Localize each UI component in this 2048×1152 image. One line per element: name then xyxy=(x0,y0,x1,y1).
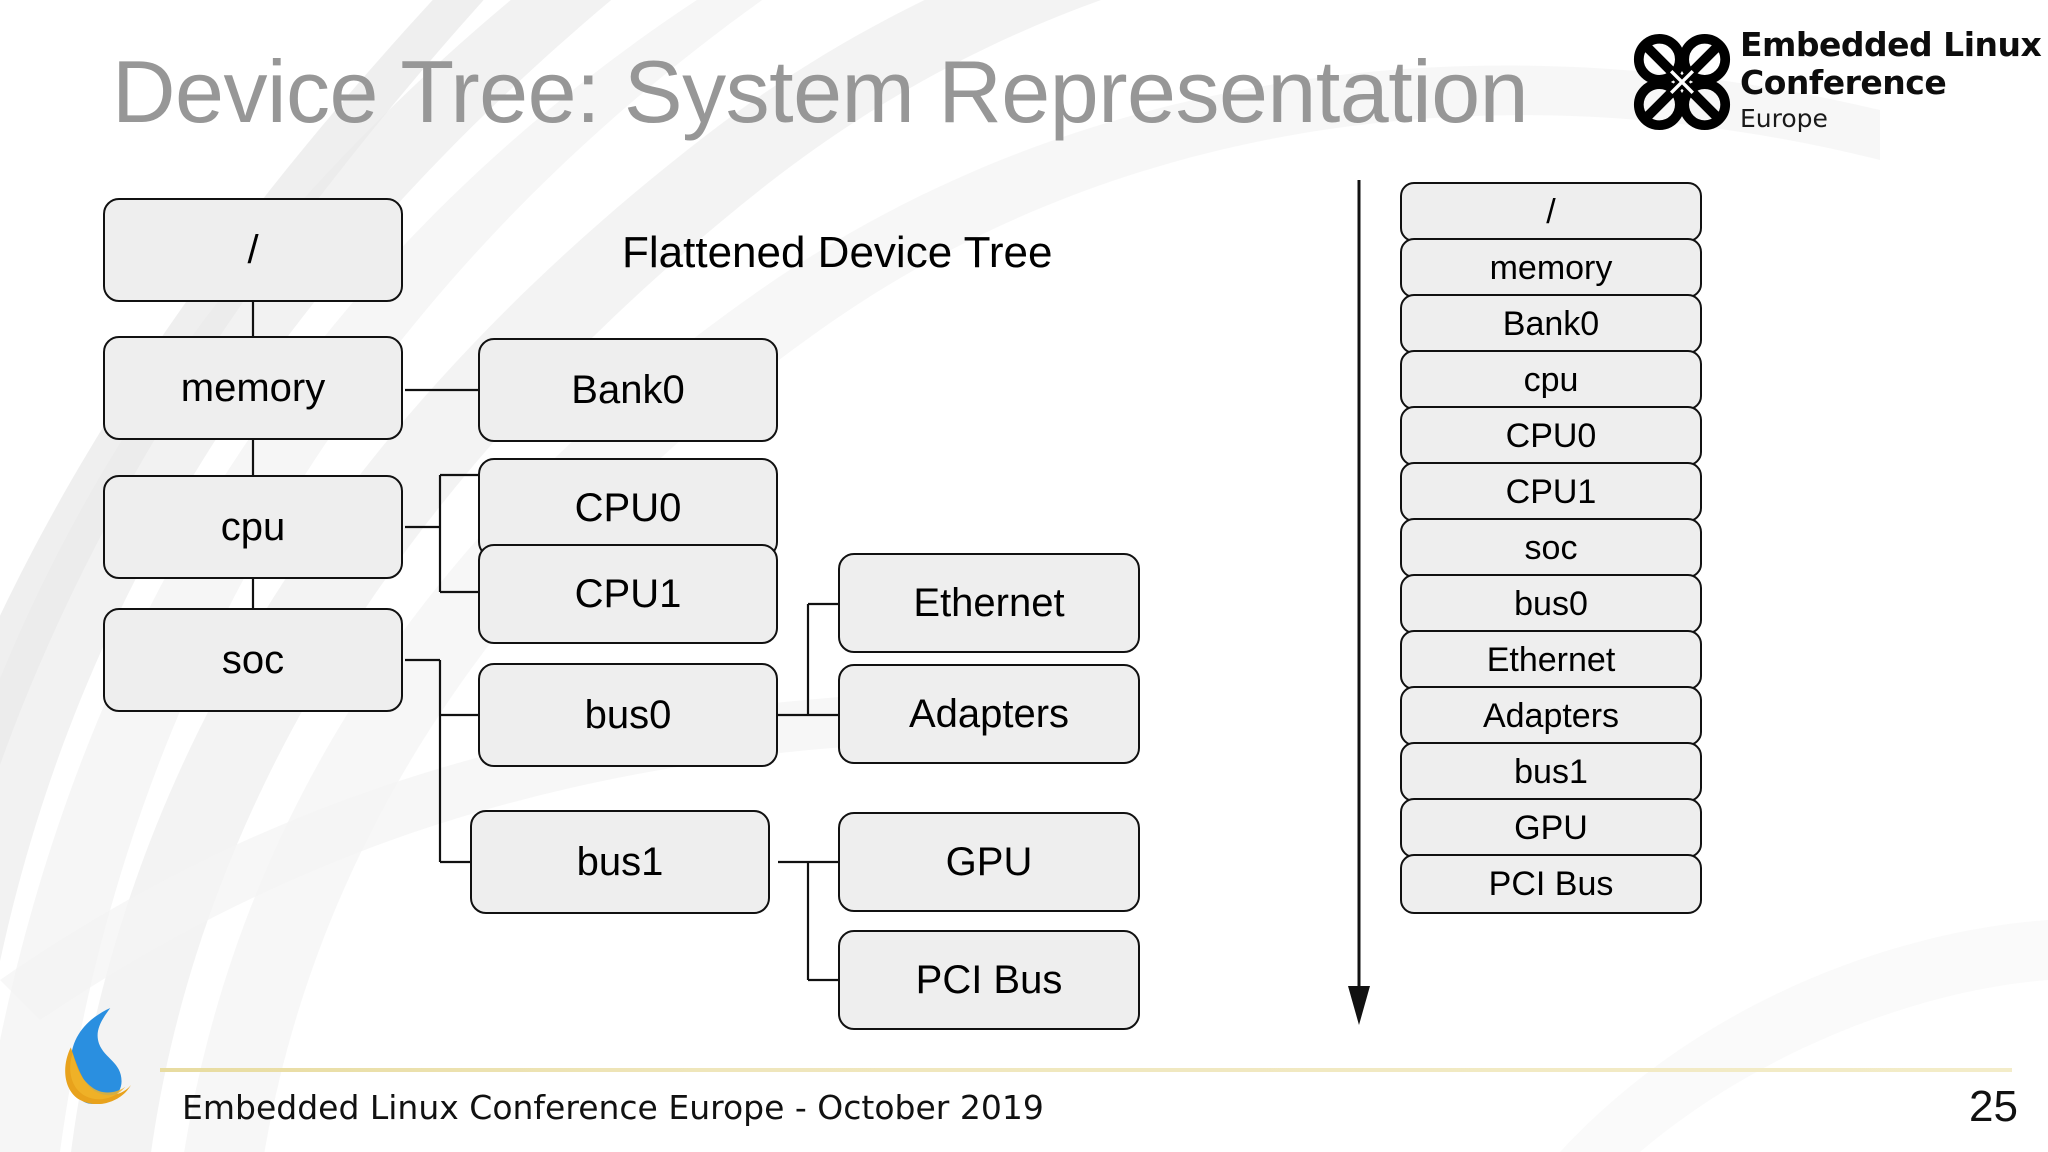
flat-list-item[interactable]: bus1 xyxy=(1400,742,1702,802)
tree-node-ethernet[interactable]: Ethernet xyxy=(838,553,1140,653)
tree-node-bus0[interactable]: bus0 xyxy=(478,663,778,767)
tree-node-root-label: / xyxy=(247,227,259,272)
tree-node-bus1-label: bus1 xyxy=(576,839,664,884)
elce-logo-line2: Conference xyxy=(1740,63,1947,102)
footer-conference-text: Embedded Linux Conference Europe - Octob… xyxy=(182,1088,1044,1127)
page-title: Device Tree: System Representation xyxy=(112,42,1529,141)
flat-list-item[interactable]: memory xyxy=(1400,238,1702,298)
tree-node-soc[interactable]: soc xyxy=(103,608,403,712)
flat-list-item[interactable]: / xyxy=(1400,182,1702,242)
flat-list-item[interactable]: CPU1 xyxy=(1400,462,1702,522)
flat-list-item[interactable]: Ethernet xyxy=(1400,630,1702,690)
flat-list-item-label: CPU1 xyxy=(1505,472,1597,511)
celtic-knot-icon xyxy=(1633,33,1731,131)
bootlin-droplet-logo-icon xyxy=(65,1007,131,1104)
tree-node-pcibus-label: PCI Bus xyxy=(915,957,1063,1002)
page-number: 25 xyxy=(1969,1082,2018,1131)
flat-list-item[interactable]: cpu xyxy=(1400,350,1702,410)
tree-node-memory[interactable]: memory xyxy=(103,336,403,440)
tree-node-root[interactable]: / xyxy=(103,198,403,302)
tree-node-cpu1-label: CPU1 xyxy=(574,571,682,616)
flat-list-item[interactable]: soc xyxy=(1400,518,1702,578)
flat-list-item-label: Bank0 xyxy=(1502,304,1600,343)
footer-divider xyxy=(160,1068,2012,1072)
flat-list-item-label: GPU xyxy=(1514,808,1588,847)
tree-node-gpu-label: GPU xyxy=(945,839,1033,884)
flat-list-item[interactable]: Adapters xyxy=(1400,686,1702,746)
tree-node-cpu[interactable]: cpu xyxy=(103,475,403,579)
flat-list-item-label: bus0 xyxy=(1514,584,1588,623)
flat-list-item-label: Adapters xyxy=(1482,696,1620,735)
flattened-node-list: / memory Bank0 cpu CPU0 CPU1 soc bus0 Et… xyxy=(1400,182,1702,914)
elce-logo-line3: Europe xyxy=(1740,104,1828,133)
tree-node-ethernet-label: Ethernet xyxy=(913,580,1065,625)
tree-node-soc-label: soc xyxy=(221,637,285,682)
tree-node-memory-label: memory xyxy=(180,365,326,410)
tree-node-bus1[interactable]: bus1 xyxy=(470,810,770,914)
flat-list-item-label: PCI Bus xyxy=(1488,864,1614,903)
elce-logo-line1: Embedded Linux xyxy=(1740,25,2042,64)
flat-list-item[interactable]: bus0 xyxy=(1400,574,1702,634)
flat-list-item-label: / xyxy=(1546,192,1556,231)
tree-node-bank0[interactable]: Bank0 xyxy=(478,338,778,442)
flat-list-item[interactable]: PCI Bus xyxy=(1400,854,1702,914)
tree-node-adapters-label: Adapters xyxy=(908,691,1070,736)
flat-list-item[interactable]: Bank0 xyxy=(1400,294,1702,354)
flat-list-item[interactable]: CPU0 xyxy=(1400,406,1702,466)
tree-node-bus0-label: bus0 xyxy=(584,692,672,737)
flat-list-item-label: memory xyxy=(1489,248,1613,287)
flat-list-item-label: CPU0 xyxy=(1505,416,1597,455)
flat-list-item[interactable]: GPU xyxy=(1400,798,1702,858)
elce-brand-logo: Embedded Linux Conference Europe xyxy=(1628,22,2042,150)
tree-node-adapters[interactable]: Adapters xyxy=(838,664,1140,764)
flat-list-item-label: Ethernet xyxy=(1486,640,1616,679)
tree-node-cpu0-label: CPU0 xyxy=(574,485,682,530)
flattened-device-tree-heading: Flattened Device Tree xyxy=(622,228,1053,277)
tree-node-gpu[interactable]: GPU xyxy=(838,812,1140,912)
tree-node-cpu1[interactable]: CPU1 xyxy=(478,544,778,644)
tree-node-cpu-label: cpu xyxy=(220,504,286,549)
tree-node-pcibus[interactable]: PCI Bus xyxy=(838,930,1140,1030)
flat-list-item-label: soc xyxy=(1524,528,1578,567)
tree-node-bank0-label: Bank0 xyxy=(571,367,685,412)
flatten-direction-arrow-icon xyxy=(1348,180,1370,1025)
flat-list-item-label: bus1 xyxy=(1514,752,1588,791)
tree-node-cpu0[interactable]: CPU0 xyxy=(478,458,778,558)
flat-list-item-label: cpu xyxy=(1523,360,1579,399)
